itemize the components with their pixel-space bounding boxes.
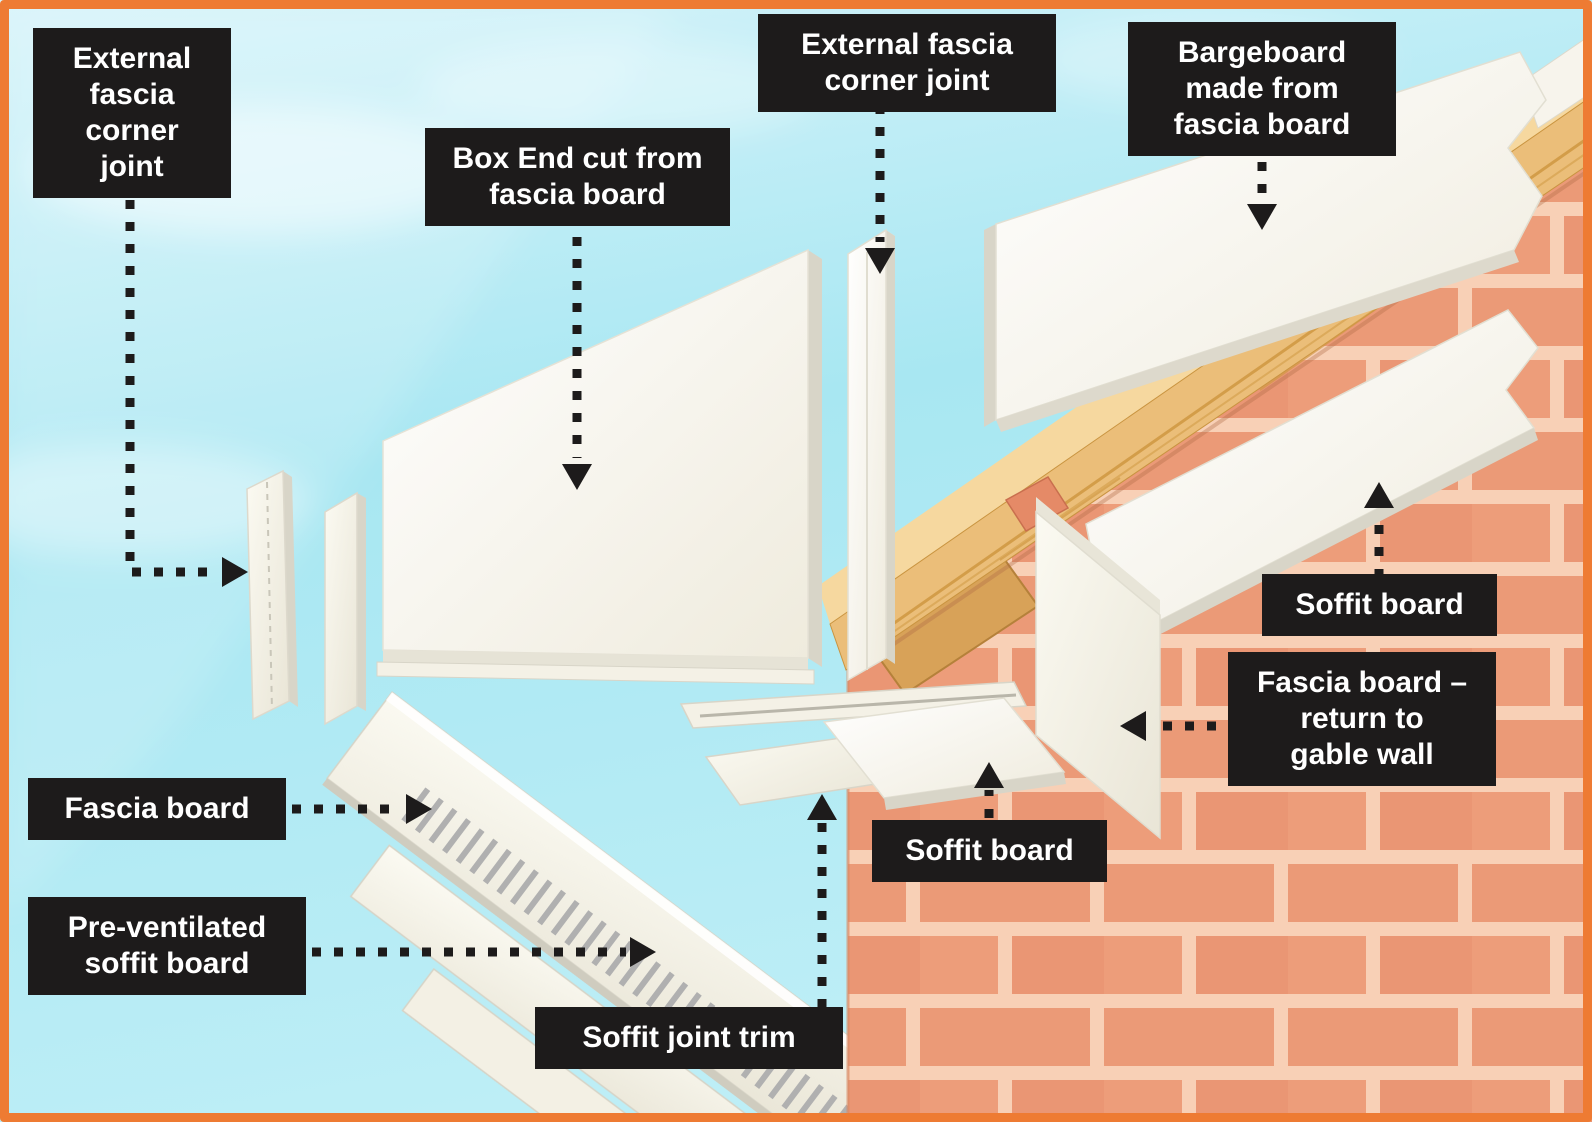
- label-fascia-board: Fascia board: [28, 778, 286, 840]
- arrow-up-icon: [974, 762, 1004, 788]
- label-soffit-joint-trim: Soffit joint trim: [535, 1007, 843, 1069]
- clouds: [0, 0, 1390, 920]
- label-external-fascia-corner-joint-left: External fascia corner joint: [33, 28, 231, 198]
- label-fascia-board-return: Fascia board – return to gable wall: [1228, 652, 1496, 786]
- label-pre-ventilated-soffit-board: Pre-ventilated soffit board: [28, 897, 306, 995]
- fascia-corner-joint-top: [847, 228, 895, 682]
- fascia-corner-joint-left: [246, 469, 298, 721]
- arrow-down-icon: [1247, 204, 1277, 230]
- bargeboard: [984, 51, 1547, 432]
- arrow-up-icon: [1364, 482, 1394, 508]
- leader-arrowheads: [222, 204, 1394, 967]
- arrow-right-icon: [630, 937, 656, 967]
- arrow-left-icon: [1120, 711, 1146, 741]
- label-external-fascia-corner-joint-top: External fascia corner joint: [758, 14, 1056, 112]
- arrow-up-icon: [807, 794, 837, 820]
- arrow-down-icon: [865, 248, 895, 274]
- label-bargeboard: Bargeboard made from fascia board: [1128, 22, 1396, 156]
- arrow-right-icon: [222, 557, 248, 587]
- arrow-right-icon: [406, 794, 432, 824]
- fascia-board-main: [376, 248, 822, 685]
- fascia-return-board: [1004, 476, 1161, 840]
- label-soffit-board-right: Soffit board: [1262, 574, 1497, 636]
- soffit-joint-trim: [679, 681, 1028, 806]
- arrow-down-icon: [562, 464, 592, 490]
- fascia-corner-profile: [324, 491, 366, 726]
- soffit-board-center: [822, 697, 1066, 810]
- label-box-end: Box End cut from fascia board: [425, 128, 730, 226]
- label-soffit-board-center: Soffit board: [872, 820, 1107, 882]
